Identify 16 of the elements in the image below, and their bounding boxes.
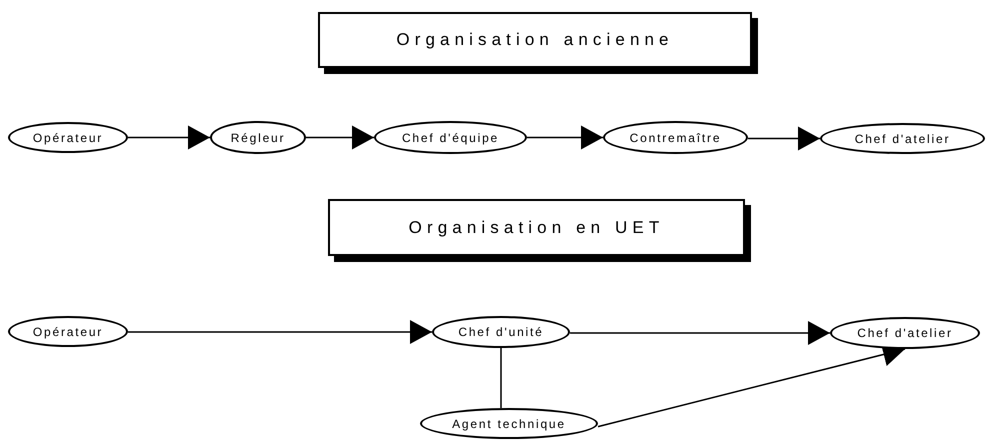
arrow <box>128 320 432 344</box>
role-ellipse: Contremaître <box>603 121 748 154</box>
role-ellipse: Opérateur <box>8 122 128 153</box>
role-ellipse: Agent technique <box>420 408 598 439</box>
arrow <box>748 126 820 150</box>
arrow <box>570 321 830 345</box>
role-ellipse: Chef d'unité <box>432 316 570 348</box>
arrow <box>527 126 603 150</box>
role-ellipse: Régleur <box>210 121 306 154</box>
role-ellipse: Chef d'atelier <box>820 123 985 154</box>
role-ellipse: Chef d'équipe <box>374 121 527 154</box>
connector-line <box>500 348 502 408</box>
role-ellipse: Opérateur <box>8 316 128 347</box>
arrow <box>128 126 210 150</box>
role-ellipse: Chef d'atelier <box>830 317 980 349</box>
arrow <box>306 126 374 150</box>
